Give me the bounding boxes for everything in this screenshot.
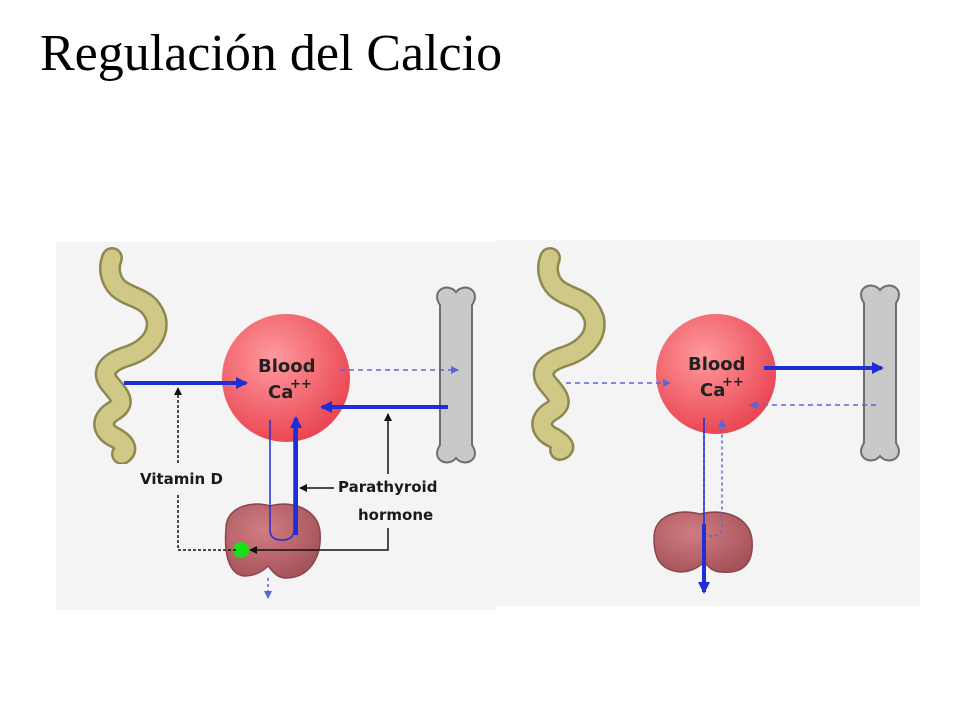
- gut-icon: [93, 247, 168, 465]
- blood-label: Blood: [688, 354, 746, 375]
- pth-label-line2: hormone: [358, 506, 433, 524]
- slide-title: Regulación del Calcio: [40, 25, 503, 82]
- vitamin-d-label: Vitamin D: [140, 470, 223, 488]
- calcium-charge-label: ++: [290, 377, 312, 392]
- gut-icon: [531, 247, 606, 461]
- calcium-label: Ca: [700, 380, 725, 401]
- pth-to-vitamin-d-activation-arrow: [249, 524, 389, 554]
- blood-calcium-circle: Blood Ca ++: [656, 314, 776, 434]
- kidney-reabsorption-dashed-arrow: [703, 418, 726, 537]
- calcium-charge-label: ++: [722, 375, 744, 390]
- pth-label-line1: Parathyroid: [338, 478, 437, 496]
- kidney-icon: [224, 503, 321, 579]
- calcium-label: Ca: [268, 382, 293, 403]
- kidney-filtration-line: [269, 420, 295, 541]
- vitamin-d-activation-dot: [233, 542, 249, 558]
- blood-label: Blood: [258, 356, 316, 377]
- pth-label-bg: [334, 474, 458, 528]
- blood-calcium-circle: Blood Ca ++: [222, 314, 350, 442]
- bone-icon: [860, 284, 900, 462]
- bone-icon: [436, 286, 476, 464]
- vitamin-d-label-bg: [118, 464, 254, 494]
- vitamin-d-pathway-arrow: [174, 387, 236, 551]
